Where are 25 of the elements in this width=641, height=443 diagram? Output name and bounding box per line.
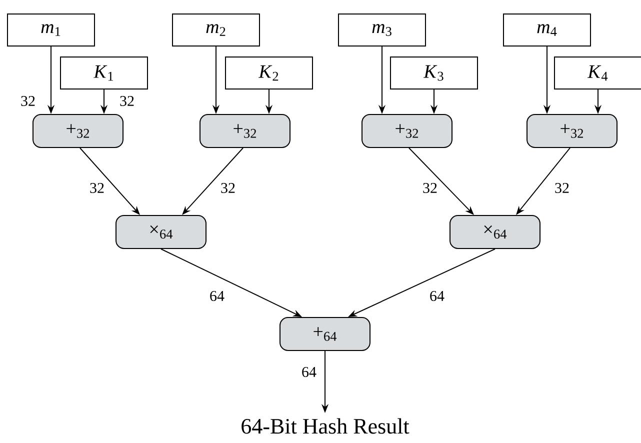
input-box: K$_{3}$ [390,56,478,90]
operation-box: +$_{32}$ [526,114,618,148]
operation-box: ×$_{64}$ [116,215,206,249]
input-box: K$_{4}$ [554,56,641,90]
edge-label: 32 [554,182,570,194]
edge-label: 64 [300,366,318,378]
operation-box: +$_{32}$ [362,114,452,148]
operation-box: +$_{32}$ [200,114,290,148]
input-box: m$_{4}$ [503,14,591,46]
operation-box: +$_{32}$ [32,114,124,148]
input-box: K$_{1}$ [60,56,148,90]
edge-label: 64 [428,290,446,302]
edge-label: 32 [20,94,36,108]
edge-label: 32 [88,182,106,194]
input-box: m$_{3}$ [338,14,426,46]
input-box: m$_{1}$ [7,14,95,46]
edge-label: 32 [220,182,236,194]
input-box: m$_{2}$ [172,14,260,46]
input-box: K$_{2}$ [225,56,313,90]
operation-box: ×$_{64}$ [450,215,540,249]
operation-box: +$_{64}$ [280,317,370,351]
edge-label: 32 [422,182,438,194]
edge-label: 64 [208,290,226,302]
edge-label: 32 [118,94,136,108]
result-text: 64-Bit Hash Result [242,418,410,434]
